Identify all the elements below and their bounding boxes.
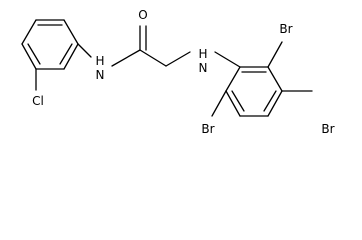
bond — [59, 43, 73, 65]
bromine-atom-label-right: Br — [321, 122, 334, 136]
bond — [267, 41, 283, 68]
chlorine-atom-label: Cl — [32, 94, 44, 108]
bond — [225, 66, 241, 92]
bond — [27, 43, 41, 65]
atom-label-part: H — [95, 54, 104, 68]
bond — [63, 19, 79, 45]
bond — [214, 51, 241, 68]
bond — [225, 90, 241, 117]
atom-label-part: H — [198, 47, 207, 61]
bond — [267, 90, 283, 117]
bond — [21, 19, 37, 45]
atom-label-part: N — [199, 61, 208, 75]
bond — [63, 43, 79, 70]
bond — [211, 90, 227, 117]
bond — [165, 51, 191, 67]
bond — [263, 90, 277, 112]
atom-label-part: N — [96, 68, 105, 82]
bond — [21, 43, 37, 70]
tribromophenyl-ring — [225, 66, 283, 117]
chlorophenyl-ring — [21, 19, 79, 70]
bond — [231, 90, 245, 112]
bond — [111, 49, 141, 67]
bond — [267, 66, 283, 92]
oxygen-atom-label: O — [138, 8, 147, 22]
bond — [77, 43, 92, 58]
bromine-atom-label-top: Br — [279, 22, 292, 36]
bromine-atom-label-left: Br — [201, 122, 214, 136]
bond — [139, 49, 167, 67]
